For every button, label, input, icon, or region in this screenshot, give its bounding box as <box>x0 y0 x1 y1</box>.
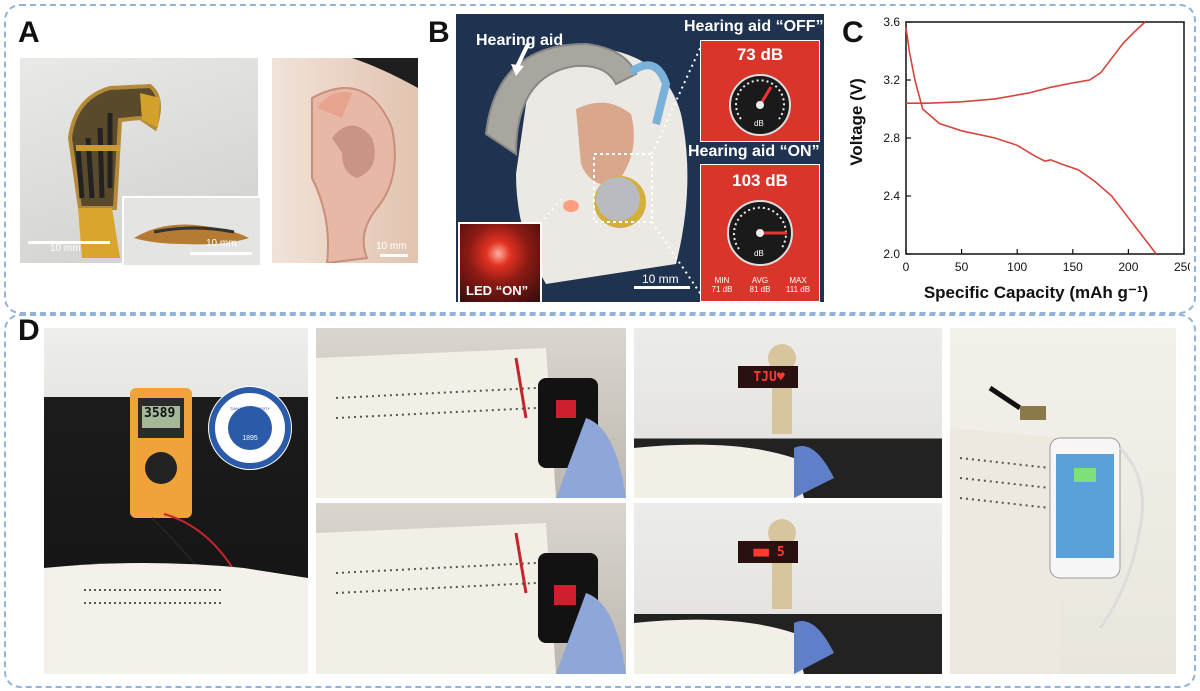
scale-bar-a-left <box>28 241 110 244</box>
flexible-battery-illustration <box>67 83 161 258</box>
battery-side-inset-photo: 10 mm <box>122 196 260 265</box>
multimeter-reading: 3589 <box>144 406 176 421</box>
top-panel-frame <box>4 4 1196 314</box>
mannequin-bottom-illustration <box>634 519 834 674</box>
scale-bar-a-ear <box>380 254 408 257</box>
led-banner-photo-bottom: ■■ 5 <box>634 503 942 674</box>
ear-illustration <box>272 58 418 263</box>
scale-bar-b <box>634 286 690 289</box>
y-tick-label: 2.4 <box>883 189 900 203</box>
x-tick-label: 50 <box>955 260 969 274</box>
hearing-aid-on-title: Hearing aid “ON” <box>688 143 820 160</box>
ear-photo: 10 mm <box>272 58 418 263</box>
stat-max-value: 111 dB <box>785 284 811 294</box>
x-tick-label: 200 <box>1118 260 1138 274</box>
phone-charging-illustration <box>950 385 1144 674</box>
scale-bar-a-inset <box>190 252 252 255</box>
logo-text: TIANJIN UNIVERSITY (PEIYANG UNIVERSITY) <box>229 406 271 421</box>
x-axis-label: Specific Capacity (mAh g⁻¹) <box>924 283 1148 302</box>
x-tick-label: 150 <box>1063 260 1083 274</box>
panel-label-d: D <box>18 314 40 347</box>
y-tick-label: 3.6 <box>883 15 900 29</box>
scale-text-a-left: 10 mm <box>50 243 81 254</box>
y-tick-label: 2.0 <box>883 247 900 261</box>
stat-max-label: MAX <box>789 276 807 285</box>
scale-text-a-inset: 10 mm <box>206 238 237 249</box>
stat-min-value: 71 dB <box>711 284 733 294</box>
gauge-on-unit: dB <box>754 249 764 258</box>
hearing-aid-label: Hearing aid <box>476 32 564 49</box>
logo-year: 1895 <box>242 435 258 442</box>
smartwatch-photo-bottom <box>316 503 626 674</box>
stat-min: MIN 71 dB <box>707 276 737 295</box>
led-banner-photo-top: TJU♥ <box>634 328 942 498</box>
scale-text-b: 10 mm <box>642 272 679 286</box>
led-inset-photo: LED “ON” <box>458 222 542 304</box>
gauge-off: 73 dB dB <box>700 40 820 142</box>
stat-avg-value: 81 dB <box>749 284 771 294</box>
gauge-off-unit: dB <box>754 119 764 128</box>
stat-avg-label: AVG <box>751 276 769 285</box>
panel-label-a: A <box>18 16 40 49</box>
y-tick-label: 3.2 <box>883 73 900 87</box>
hearing-aid-illustration <box>484 42 703 297</box>
stat-min-label: MIN <box>714 276 730 285</box>
led-banner-text-top: TJU♥ <box>753 370 785 385</box>
gauge-on-value: 103 dB <box>732 171 788 190</box>
panel-label-c: C <box>842 16 864 49</box>
phone-charging-photo <box>950 328 1176 674</box>
led-on-label: LED “ON” <box>466 283 529 298</box>
scale-text-a-ear: 10 mm <box>376 241 407 252</box>
y-axis-label: Voltage (V) <box>847 78 866 166</box>
x-tick-label: 250 <box>1174 260 1190 274</box>
x-tick-label: 100 <box>1007 260 1027 274</box>
multimeter-illustration <box>44 386 308 674</box>
chart-plot-area: 0 50 100 150 200 250 2.0 2.4 2.8 3.2 3.6 <box>883 15 1190 274</box>
gauge-on-dial <box>727 200 793 266</box>
bottom-panel-frame <box>4 314 1196 688</box>
hearing-aid-off-title: Hearing aid “OFF” <box>684 18 824 35</box>
voltage-capacity-chart: 0 50 100 150 200 250 2.0 2.4 2.8 3.2 3.6 Voltage (… <box>847 15 1190 302</box>
stat-avg: AVG 81 dB <box>743 276 777 295</box>
battery-side-illustration <box>134 224 249 245</box>
y-tick-label: 2.8 <box>883 131 900 145</box>
discharge-curve <box>905 27 1157 255</box>
multimeter-sleeve-photo: 3589 TIANJIN UNIVERSITY (PEIYANG UNIVERS… <box>44 328 308 674</box>
smartwatch-top-illustration <box>316 348 626 498</box>
gauge-on: 103 dB dB MIN 71 dB AVG 81 dB MAX 111 dB <box>700 164 820 302</box>
charge-curve <box>906 21 1146 104</box>
gauge-off-dial <box>729 74 791 136</box>
gauge-off-value: 73 dB <box>736 45 784 64</box>
x-tick-label: 0 <box>903 260 910 274</box>
stat-max: MAX 111 dB <box>781 276 815 295</box>
panel-label-b: B <box>428 16 450 49</box>
led-banner-text-bottom: ■■ 5 <box>753 545 785 560</box>
smartwatch-photo-top <box>316 328 626 498</box>
mannequin-top-illustration <box>634 344 834 498</box>
plot-frame <box>905 21 1185 255</box>
smartwatch-bottom-illustration <box>316 523 626 674</box>
university-logo: TIANJIN UNIVERSITY (PEIYANG UNIVERSITY) … <box>228 406 272 442</box>
